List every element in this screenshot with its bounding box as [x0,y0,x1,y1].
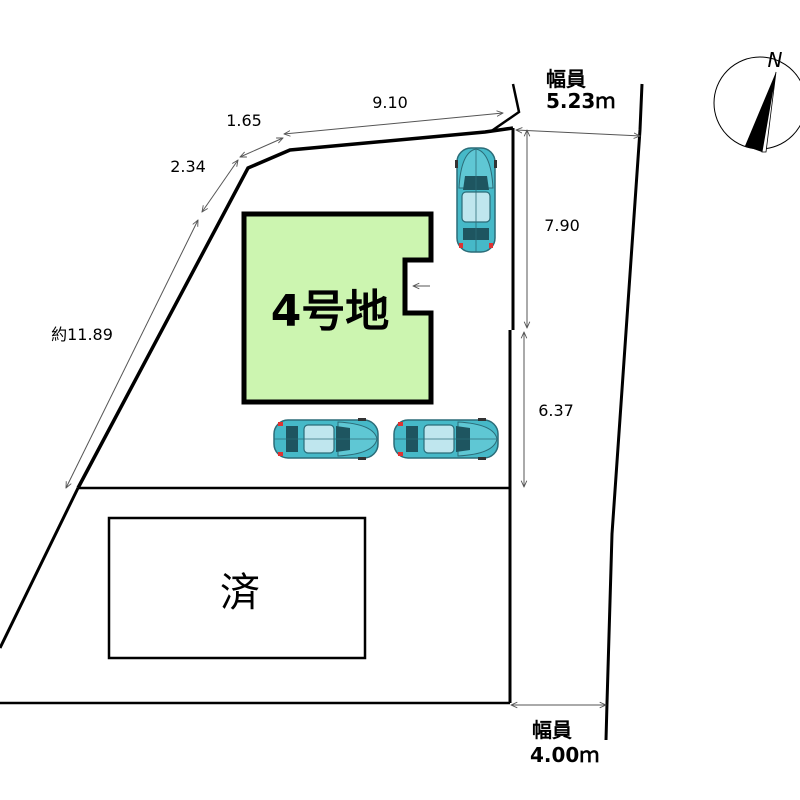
parking-car-vertical [454,147,498,253]
parking-car-left [273,417,379,461]
north-arrow-icon [745,72,776,152]
sold-lot-box [107,516,367,660]
dim-line-corner-mid [202,160,238,212]
parking-car-right [393,417,499,461]
dim-right-lower: 6.37 [538,401,574,420]
road-south-label: 幅員 [532,718,572,742]
road-south-width: 4.00ｍ [530,743,599,767]
dim-line-east-road [516,130,640,136]
dim-left-long: 約11.89 [51,325,113,344]
dim-line-corner-short [240,138,283,157]
building-footprint [241,211,434,405]
north-label: N [768,48,783,72]
sold-lot-label: 済 [220,570,260,616]
compass: N [713,48,800,153]
dim-line-top [284,113,503,134]
dim-right-upper: 7.90 [544,216,580,235]
east-road-far-edge [604,83,644,741]
neighbor-boundary [0,487,80,649]
dim-line-left [66,220,198,488]
lot-label: 4号地 [271,286,390,337]
road-east-width: 5.23ｍ [546,89,615,113]
dim-corner-mid: 2.34 [170,157,206,176]
road-east-label: 幅員 [546,67,586,91]
dim-top: 9.10 [372,93,408,112]
dim-corner-short: 1.65 [226,111,262,130]
east-road-edge [489,83,521,134]
